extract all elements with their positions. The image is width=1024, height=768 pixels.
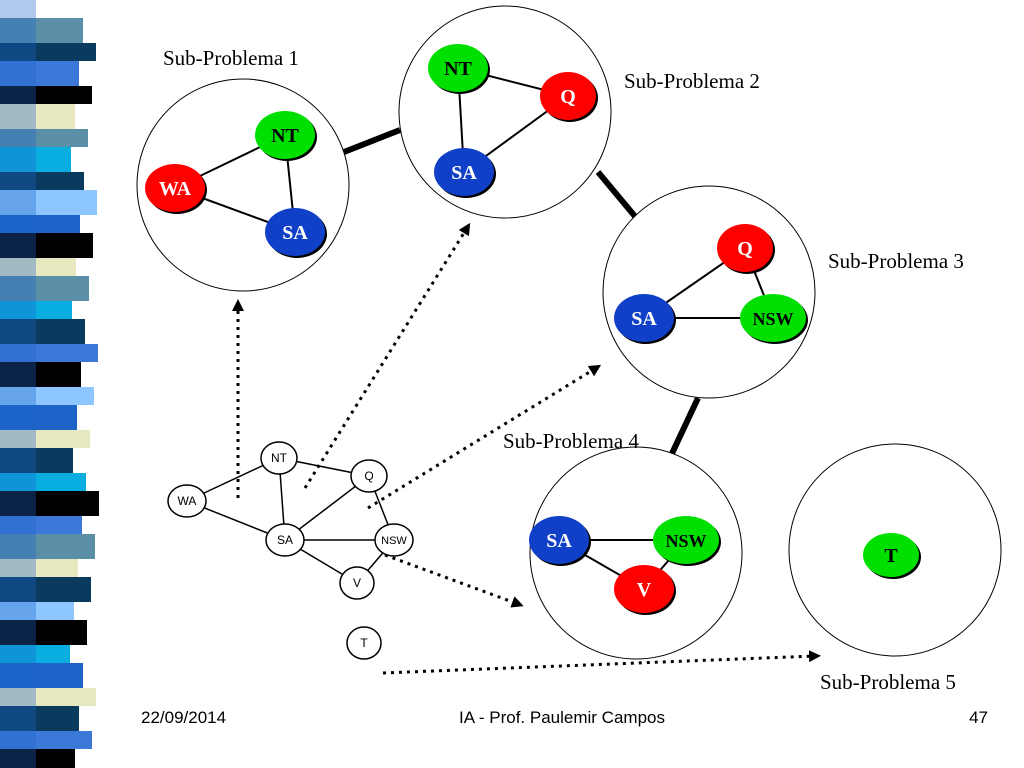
sidebar-stripe bbox=[0, 233, 93, 258]
connector-2-3 bbox=[595, 170, 641, 222]
connector-1-2 bbox=[342, 127, 402, 155]
subproblem-3-circle bbox=[602, 185, 816, 399]
main-node-wa-label: WA bbox=[178, 494, 197, 508]
sidebar-stripe bbox=[0, 86, 92, 104]
main-node-nsw-label: NSW bbox=[381, 535, 407, 547]
sidebar-stripe bbox=[0, 731, 92, 749]
sp4-node-sa: SA bbox=[529, 516, 591, 566]
sidebar-stripe bbox=[0, 258, 76, 276]
sidebar-stripe bbox=[0, 534, 95, 559]
subproblem-4-label: Sub-Problema 4 bbox=[503, 429, 639, 453]
sp4-node-nsw: NSW bbox=[653, 516, 721, 566]
main-node-sa-label: SA bbox=[277, 533, 293, 547]
sidebar-stripe bbox=[0, 602, 74, 620]
main-node-v-label: V bbox=[353, 576, 361, 590]
sp1-node-sa-label: SA bbox=[282, 222, 308, 244]
colored-nodes: WA NT SA NT Q SA bbox=[145, 44, 921, 615]
subproblem-3-label: Sub-Problema 3 bbox=[828, 249, 964, 273]
sidebar-stripe bbox=[0, 706, 79, 731]
subproblem-5-label: Sub-Problema 5 bbox=[820, 670, 956, 694]
main-node-nt-label: NT bbox=[271, 451, 288, 465]
footer-author: IA - Prof. Paulemir Campos bbox=[459, 708, 665, 727]
sp2-node-sa: SA bbox=[434, 148, 496, 198]
sp4-node-v-label: V bbox=[637, 579, 652, 601]
sidebar-stripe bbox=[0, 301, 72, 319]
sidebar-stripe bbox=[0, 749, 75, 768]
arrow-to-subproblem-4 bbox=[384, 553, 524, 608]
sidebar-stripe bbox=[0, 405, 77, 430]
sidebar-stripe bbox=[0, 620, 87, 645]
sidebar-stripe bbox=[0, 319, 85, 344]
sidebar-stripe bbox=[0, 559, 78, 577]
sp2-node-q: Q bbox=[540, 72, 598, 122]
main-node-nt bbox=[260, 441, 298, 475]
sp3-node-q: Q bbox=[717, 224, 775, 274]
sidebar-stripe bbox=[0, 362, 81, 387]
sp2-node-q-label: Q bbox=[560, 86, 576, 108]
sidebar-stripe bbox=[0, 129, 88, 147]
sp4-node-nsw-label: NSW bbox=[665, 531, 706, 551]
sidebar-stripe bbox=[0, 387, 94, 405]
sp1-node-nt: NT bbox=[255, 111, 317, 161]
main-node-q bbox=[350, 459, 388, 493]
sp1-node-wa-label: WA bbox=[159, 178, 192, 200]
subproblem-4-circle bbox=[529, 446, 743, 660]
arrow-to-subproblem-5 bbox=[382, 650, 821, 675]
subproblem-connectors bbox=[342, 127, 701, 464]
main-node-q-label: Q bbox=[364, 469, 373, 483]
footer-page-number: 47 bbox=[969, 708, 988, 727]
sp2-node-sa-label: SA bbox=[451, 162, 477, 184]
sp3-node-sa-label: SA bbox=[631, 308, 657, 330]
main-node-wa bbox=[167, 484, 207, 518]
sidebar-stripe bbox=[0, 0, 70, 18]
sidebar-stripe bbox=[0, 448, 73, 473]
sp2-node-nt-label: NT bbox=[444, 58, 472, 80]
sidebar-stripe bbox=[0, 516, 82, 534]
sidebar-stripe bbox=[0, 577, 91, 602]
main-constraint-graph: WA NT Q SA NSW V T bbox=[167, 441, 414, 660]
sidebar-stripe bbox=[0, 473, 86, 491]
sp3-node-sa: SA bbox=[614, 294, 676, 344]
sidebar-stripe bbox=[0, 215, 80, 233]
sp5-node-t: T bbox=[863, 533, 921, 579]
sp1-node-wa: WA bbox=[145, 164, 207, 214]
connector-3-4 bbox=[665, 396, 701, 464]
main-node-sa bbox=[265, 523, 305, 557]
sidebar-stripe bbox=[0, 645, 70, 663]
arrow-to-subproblem-2 bbox=[303, 222, 471, 489]
sidebar-stripe bbox=[0, 276, 89, 301]
sidebar-stripe bbox=[0, 104, 75, 129]
sp3-node-nsw: NSW bbox=[740, 294, 808, 344]
main-node-v bbox=[339, 566, 375, 600]
sp1-node-sa: SA bbox=[265, 208, 327, 258]
sidebar-stripe bbox=[0, 18, 83, 43]
sidebar-stripe bbox=[0, 43, 96, 61]
sidebar-stripe bbox=[0, 688, 96, 706]
sp3-node-q-label: Q bbox=[737, 238, 753, 260]
sidebar-edge bbox=[0, 0, 36, 768]
sp5-node-t-label: T bbox=[884, 545, 898, 567]
subproblem-1-label: Sub-Problema 1 bbox=[163, 46, 299, 70]
sidebar-stripe bbox=[0, 61, 79, 86]
sp1-node-nt-label: NT bbox=[271, 125, 299, 147]
sidebar-stripe bbox=[0, 491, 99, 516]
sidebar-stripe bbox=[0, 172, 84, 190]
sidebar-stripe bbox=[0, 147, 71, 172]
main-node-t-label: T bbox=[360, 636, 368, 650]
main-node-t bbox=[346, 626, 382, 660]
decorative-sidebar bbox=[0, 0, 99, 768]
sidebar-stripe bbox=[0, 663, 83, 688]
sidebar-stripe bbox=[0, 344, 98, 362]
sp4-node-sa-label: SA bbox=[546, 530, 572, 552]
footer-date: 22/09/2014 bbox=[141, 708, 227, 727]
sidebar-stripe bbox=[0, 190, 97, 215]
sp4-node-v: V bbox=[614, 565, 676, 615]
sp2-node-nt: NT bbox=[428, 44, 490, 94]
main-node-nsw bbox=[374, 523, 414, 557]
sidebar-stripe bbox=[0, 430, 90, 448]
subproblem-2-label: Sub-Problema 2 bbox=[624, 69, 760, 93]
sp3-node-nsw-label: NSW bbox=[752, 309, 793, 329]
